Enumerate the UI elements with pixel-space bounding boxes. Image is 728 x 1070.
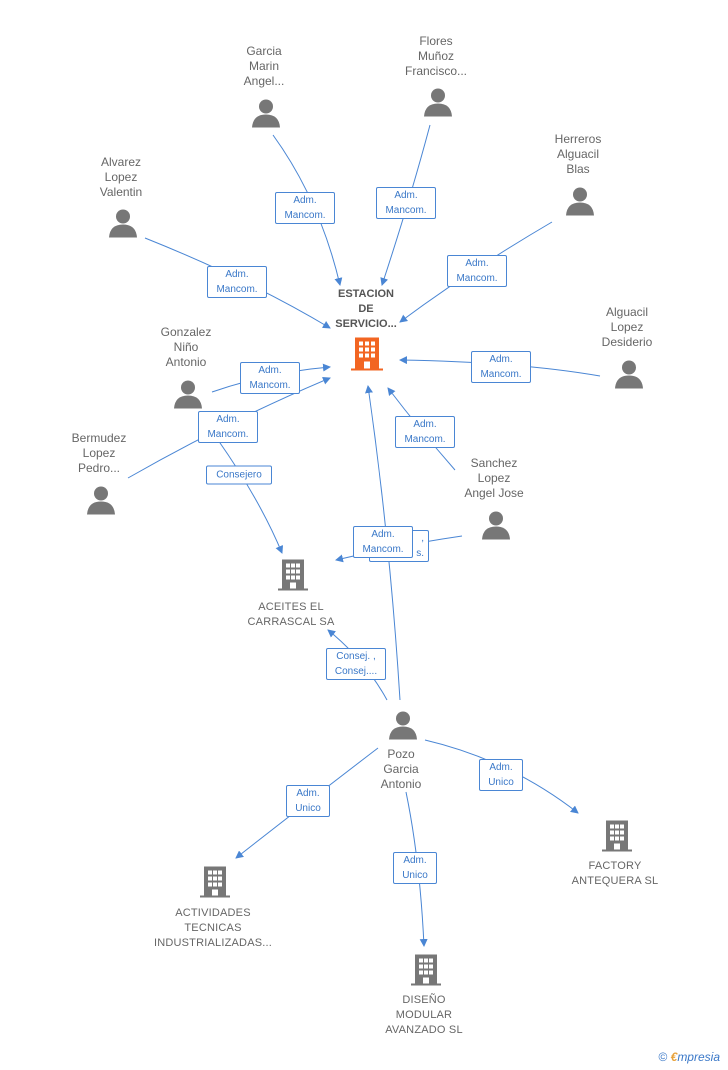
person-icon[interactable] xyxy=(251,98,281,133)
edge-bermudez-aceites xyxy=(217,439,284,554)
company-building-icon[interactable] xyxy=(278,558,308,597)
relation-label[interactable]: Consejero xyxy=(206,465,272,485)
company-building-icon[interactable] xyxy=(411,953,441,992)
relation-label[interactable]: Adm. Mancom. xyxy=(395,416,455,448)
person-bermudez-label[interactable]: Bermudez Lopez Pedro... xyxy=(71,431,127,475)
relation-label[interactable]: Adm. Unico xyxy=(393,852,437,884)
person-icon[interactable] xyxy=(423,87,453,122)
person-alvarez-label[interactable]: Alvarez Lopez Valentin xyxy=(99,155,143,199)
person-flores-label[interactable]: Flores Muñoz Francisco... xyxy=(404,34,468,78)
relation-label[interactable]: Adm. Unico xyxy=(479,759,523,791)
person-herreros-label[interactable]: Herreros Alguacil Blas xyxy=(554,132,602,176)
company-aceites-label[interactable]: ACEITES EL CARRASCAL SA xyxy=(247,601,335,628)
person-icon[interactable] xyxy=(86,485,116,520)
main-company-label[interactable]: ESTACION DE SERVICIO... xyxy=(335,288,397,330)
person-icon[interactable] xyxy=(388,710,418,745)
company-building-icon[interactable] xyxy=(200,865,230,904)
relation-label[interactable]: Adm. Mancom. xyxy=(240,362,300,394)
company-actividades-label[interactable]: ACTIVIDADES TECNICAS INDUSTRIALIZADAS... xyxy=(153,907,273,949)
relation-label[interactable]: Adm. Mancom. xyxy=(207,266,267,298)
person-icon[interactable] xyxy=(614,359,644,394)
person-icon[interactable] xyxy=(108,208,138,243)
person-pozo-label[interactable]: Pozo Garcia Antonio xyxy=(380,747,422,791)
brand-initial: € xyxy=(670,1050,678,1064)
person-sanchez-label[interactable]: Sanchez Lopez Angel Jose xyxy=(464,456,524,500)
person-alguacil-label[interactable]: Alguacil Lopez Desiderio xyxy=(601,305,653,349)
company-diseno-label[interactable]: DISEÑO MODULAR AVANZADO SL xyxy=(385,994,463,1036)
person-gonzalez-label[interactable]: Gonzalez Niño Antonio xyxy=(160,325,212,369)
relation-label[interactable]: Adm. Mancom. xyxy=(447,255,507,287)
relation-label[interactable]: Adm. Mancom. xyxy=(198,411,258,443)
relation-label[interactable]: Adm. Mancom. xyxy=(471,351,531,383)
brand-name: mpresia xyxy=(677,1050,720,1064)
main-company-building-icon[interactable] xyxy=(351,336,383,377)
brand-logo: © €mpresia xyxy=(658,1050,720,1064)
relation-label[interactable]: Adm. Mancom. xyxy=(275,192,335,224)
relation-label[interactable]: Consej. , Consej.... xyxy=(326,648,386,680)
relation-label[interactable]: Adm. Unico xyxy=(286,785,330,817)
company-building-icon[interactable] xyxy=(602,819,632,858)
relation-label[interactable]: Adm. Mancom. xyxy=(353,526,413,558)
relation-label[interactable]: Adm. Mancom. xyxy=(376,187,436,219)
person-icon[interactable] xyxy=(565,186,595,221)
person-icon[interactable] xyxy=(173,379,203,414)
copyright-symbol: © xyxy=(658,1050,668,1064)
person-icon[interactable] xyxy=(481,510,511,545)
company-factory-label[interactable]: FACTORY ANTEQUERA SL xyxy=(571,860,659,887)
person-garcia-label[interactable]: Garcia Marin Angel... xyxy=(243,44,285,88)
